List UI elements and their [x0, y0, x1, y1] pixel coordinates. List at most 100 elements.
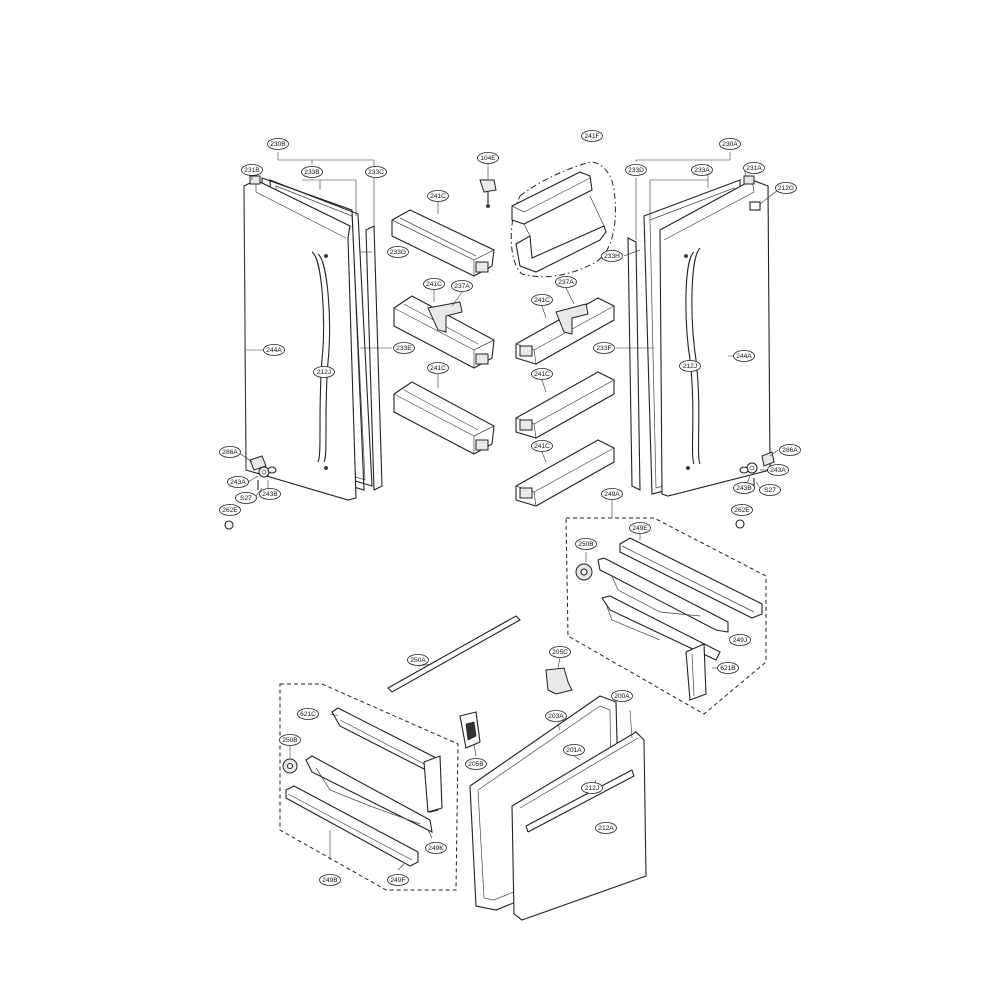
callout-250a: 250A	[407, 654, 429, 666]
callout-bubble	[425, 842, 447, 854]
callout-text: 241C	[534, 371, 550, 378]
callout-249j: 249J	[729, 634, 751, 646]
callout-text: 244A	[736, 353, 752, 360]
bin-right-top	[515, 297, 615, 365]
callout-286a: 286A	[779, 444, 801, 456]
callout-text: 286A	[782, 447, 798, 454]
callout-text: 205C	[552, 649, 568, 656]
callout-212j: 212J	[581, 782, 603, 794]
callout-text: 212J	[683, 363, 697, 370]
callout-text: 233D	[628, 167, 644, 174]
callout-text: 249K	[428, 845, 444, 852]
gasket-rod-250a	[387, 615, 521, 693]
callout-230a: 230A	[719, 138, 741, 150]
callout-bubble	[531, 440, 553, 452]
callout-bubble	[733, 482, 755, 494]
callout-bubble	[227, 476, 249, 488]
callout-bubble	[387, 246, 409, 258]
callout-text: 621C	[300, 711, 316, 718]
callout-243a: 243A	[767, 464, 789, 476]
callout-231b: 231B	[241, 164, 263, 176]
callout-bubble	[595, 822, 617, 834]
callout-262e: 262E	[731, 504, 753, 516]
callout-bubble	[581, 782, 603, 794]
callout-250b: 250B	[575, 538, 597, 550]
callout-233d: 233D	[625, 164, 647, 176]
callout-text: 230B	[270, 141, 286, 148]
callout-212j: 212J	[679, 360, 701, 372]
callout-text: 233E	[396, 345, 412, 352]
callout-text: 233F	[596, 345, 611, 352]
callout-212a: 212A	[595, 822, 617, 834]
callout-286a: 286A	[219, 446, 241, 458]
bin-left-bottom	[393, 381, 495, 455]
callout-bubble	[679, 360, 701, 372]
callout-bubble	[263, 344, 285, 356]
callout-bubble	[767, 464, 789, 476]
callout-text: 233G	[390, 249, 406, 256]
left-door-assembly	[224, 175, 383, 530]
callout-201a: 201A	[563, 744, 585, 756]
callout-243b: 243B	[733, 482, 755, 494]
callout-text: 262E	[734, 507, 750, 514]
callout-text: 262E	[222, 507, 238, 514]
callout-text: 250B	[578, 541, 594, 548]
callout-bubble	[601, 250, 623, 262]
callout-249b: 249B	[319, 874, 341, 886]
callout-bubble	[611, 690, 633, 702]
callout-text: 241C	[426, 281, 442, 288]
callout-text: 237A	[558, 279, 574, 286]
callout-text: 104E	[480, 155, 496, 162]
callout-205c: 205C	[549, 646, 571, 658]
callout-bubble	[575, 538, 597, 550]
callout-text: S27	[764, 487, 776, 494]
bin-right-bottom	[515, 439, 615, 507]
callout-bubble	[563, 744, 585, 756]
callout-241c: 241C	[531, 368, 553, 380]
callout-text: 250A	[410, 657, 426, 664]
callout-bubble	[219, 446, 241, 458]
callout-200a: 200A	[611, 690, 633, 702]
callout-text: 243B	[736, 485, 752, 492]
callout-text: 212J	[585, 785, 599, 792]
callout-233b: 233B	[301, 166, 323, 178]
callout-212j: 212J	[313, 366, 335, 378]
callout-237a: 237A	[555, 276, 577, 288]
callout-text: S27	[240, 495, 252, 502]
callout-bubble	[279, 734, 301, 746]
callout-text: 249J	[733, 637, 747, 644]
callout-bubble	[465, 758, 487, 770]
callout-bubble	[601, 488, 623, 500]
callout-bubble	[779, 444, 801, 456]
callout-bubble	[477, 152, 499, 164]
callout-205b: 205B	[465, 758, 487, 770]
callout-bubble	[313, 366, 335, 378]
callout-bubble	[427, 190, 449, 202]
callout-text: 201A	[566, 747, 582, 754]
callout-bubble	[731, 504, 753, 516]
freezer-drawer-door	[469, 695, 647, 921]
callout-231a: 231A	[743, 162, 765, 174]
callout-233f: 233F	[593, 342, 615, 354]
callout-bubble	[593, 342, 615, 354]
callout-text: 241F	[584, 133, 599, 140]
callout-621c: 621C	[297, 708, 319, 720]
callout-bubble	[259, 488, 281, 500]
right-door-bins	[510, 161, 616, 507]
callout-bubble	[219, 504, 241, 516]
callout-244a: 244A	[733, 350, 755, 362]
callout-text: 233C	[368, 169, 384, 176]
callout-233e: 233E	[393, 342, 415, 354]
callout-bubble	[531, 368, 553, 380]
callout-bubble	[775, 182, 797, 194]
bin-left-top	[391, 209, 495, 277]
callout-text: 233H	[604, 253, 620, 260]
callout-bubble	[545, 710, 567, 722]
callout-bubble	[759, 484, 781, 496]
callout-text: 243B	[262, 491, 278, 498]
callout-text: 244A	[266, 347, 282, 354]
callout-s27: S27	[235, 492, 257, 504]
callout-bubble	[549, 646, 571, 658]
callout-233h: 233H	[601, 250, 623, 262]
callout-labels: 230B 231B 233B 233C 233G 233E 244A 212J 286A 243A…	[219, 130, 801, 886]
